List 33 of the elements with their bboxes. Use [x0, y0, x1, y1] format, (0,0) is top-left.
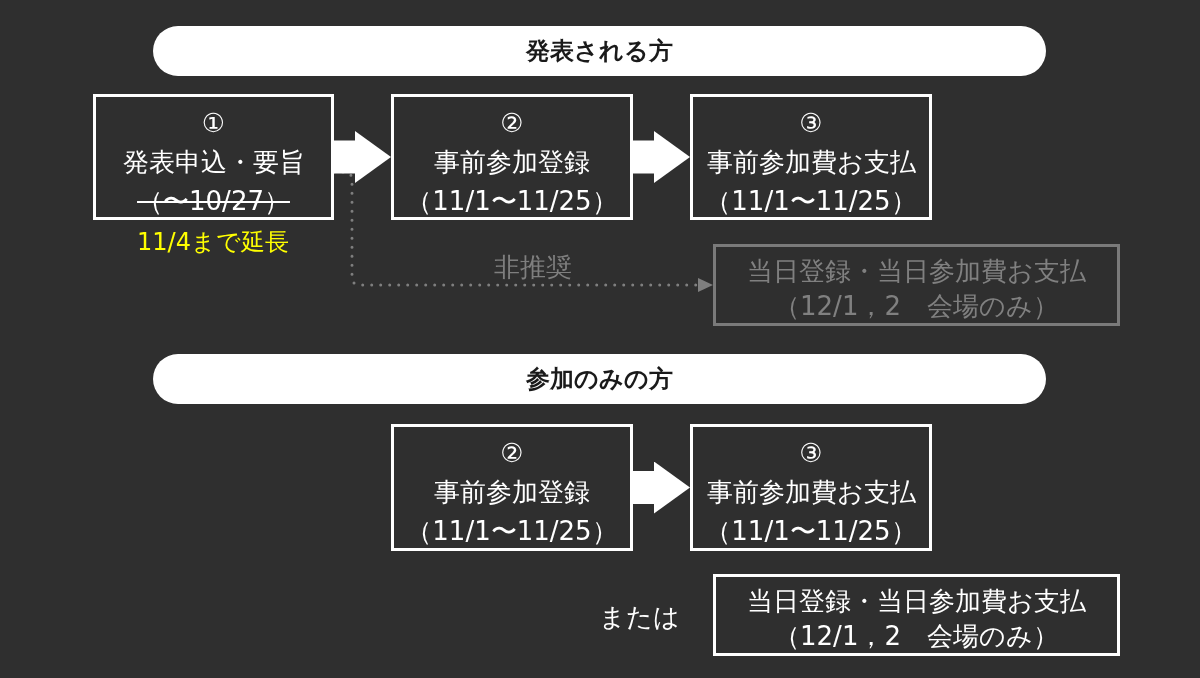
step-title: 事前参加費お支払 [706, 476, 916, 509]
or-label: または [598, 602, 680, 634]
step-title: 当日登録・当日参加費お支払 [747, 255, 1086, 288]
venue-note: （12/1，2 会場のみ） [774, 290, 1059, 323]
deadline-note: 11/4まで延長 [137, 227, 289, 257]
venue-note: （12/1，2 会場のみ） [774, 620, 1059, 653]
date-range: （〜10/27） [137, 184, 290, 218]
step-box [690, 94, 932, 220]
step-title: 当日登録・当日参加費お支払 [747, 585, 1086, 618]
date-range: （11/1〜11/25） [406, 515, 618, 548]
step-title: 事前参加登録 [434, 476, 590, 509]
step-box [391, 424, 633, 551]
step-number: ③ [799, 106, 823, 140]
step-box [391, 94, 633, 220]
step-number: ③ [799, 437, 823, 470]
date-range: （11/1〜11/25） [406, 184, 618, 218]
step-box [93, 94, 334, 220]
step-title: 事前参加登録 [434, 145, 590, 179]
step-box [713, 574, 1120, 656]
step-number: ② [500, 106, 524, 140]
step-box [713, 244, 1120, 326]
step-number: ② [500, 437, 524, 470]
step-box [690, 424, 932, 551]
section-banner: 参加のみの方 [153, 354, 1046, 404]
date-range: （11/1〜11/25） [705, 515, 917, 548]
step-number: ① [201, 106, 226, 140]
section-banner: 発表される方 [153, 26, 1046, 76]
step-title: 発表申込・要旨 [122, 145, 305, 179]
date-range: （11/1〜11/25） [705, 184, 917, 218]
arrow [334, 131, 391, 183]
step-title: 事前参加費お支払 [706, 145, 916, 179]
arrow [633, 131, 690, 183]
arrow [633, 461, 690, 514]
